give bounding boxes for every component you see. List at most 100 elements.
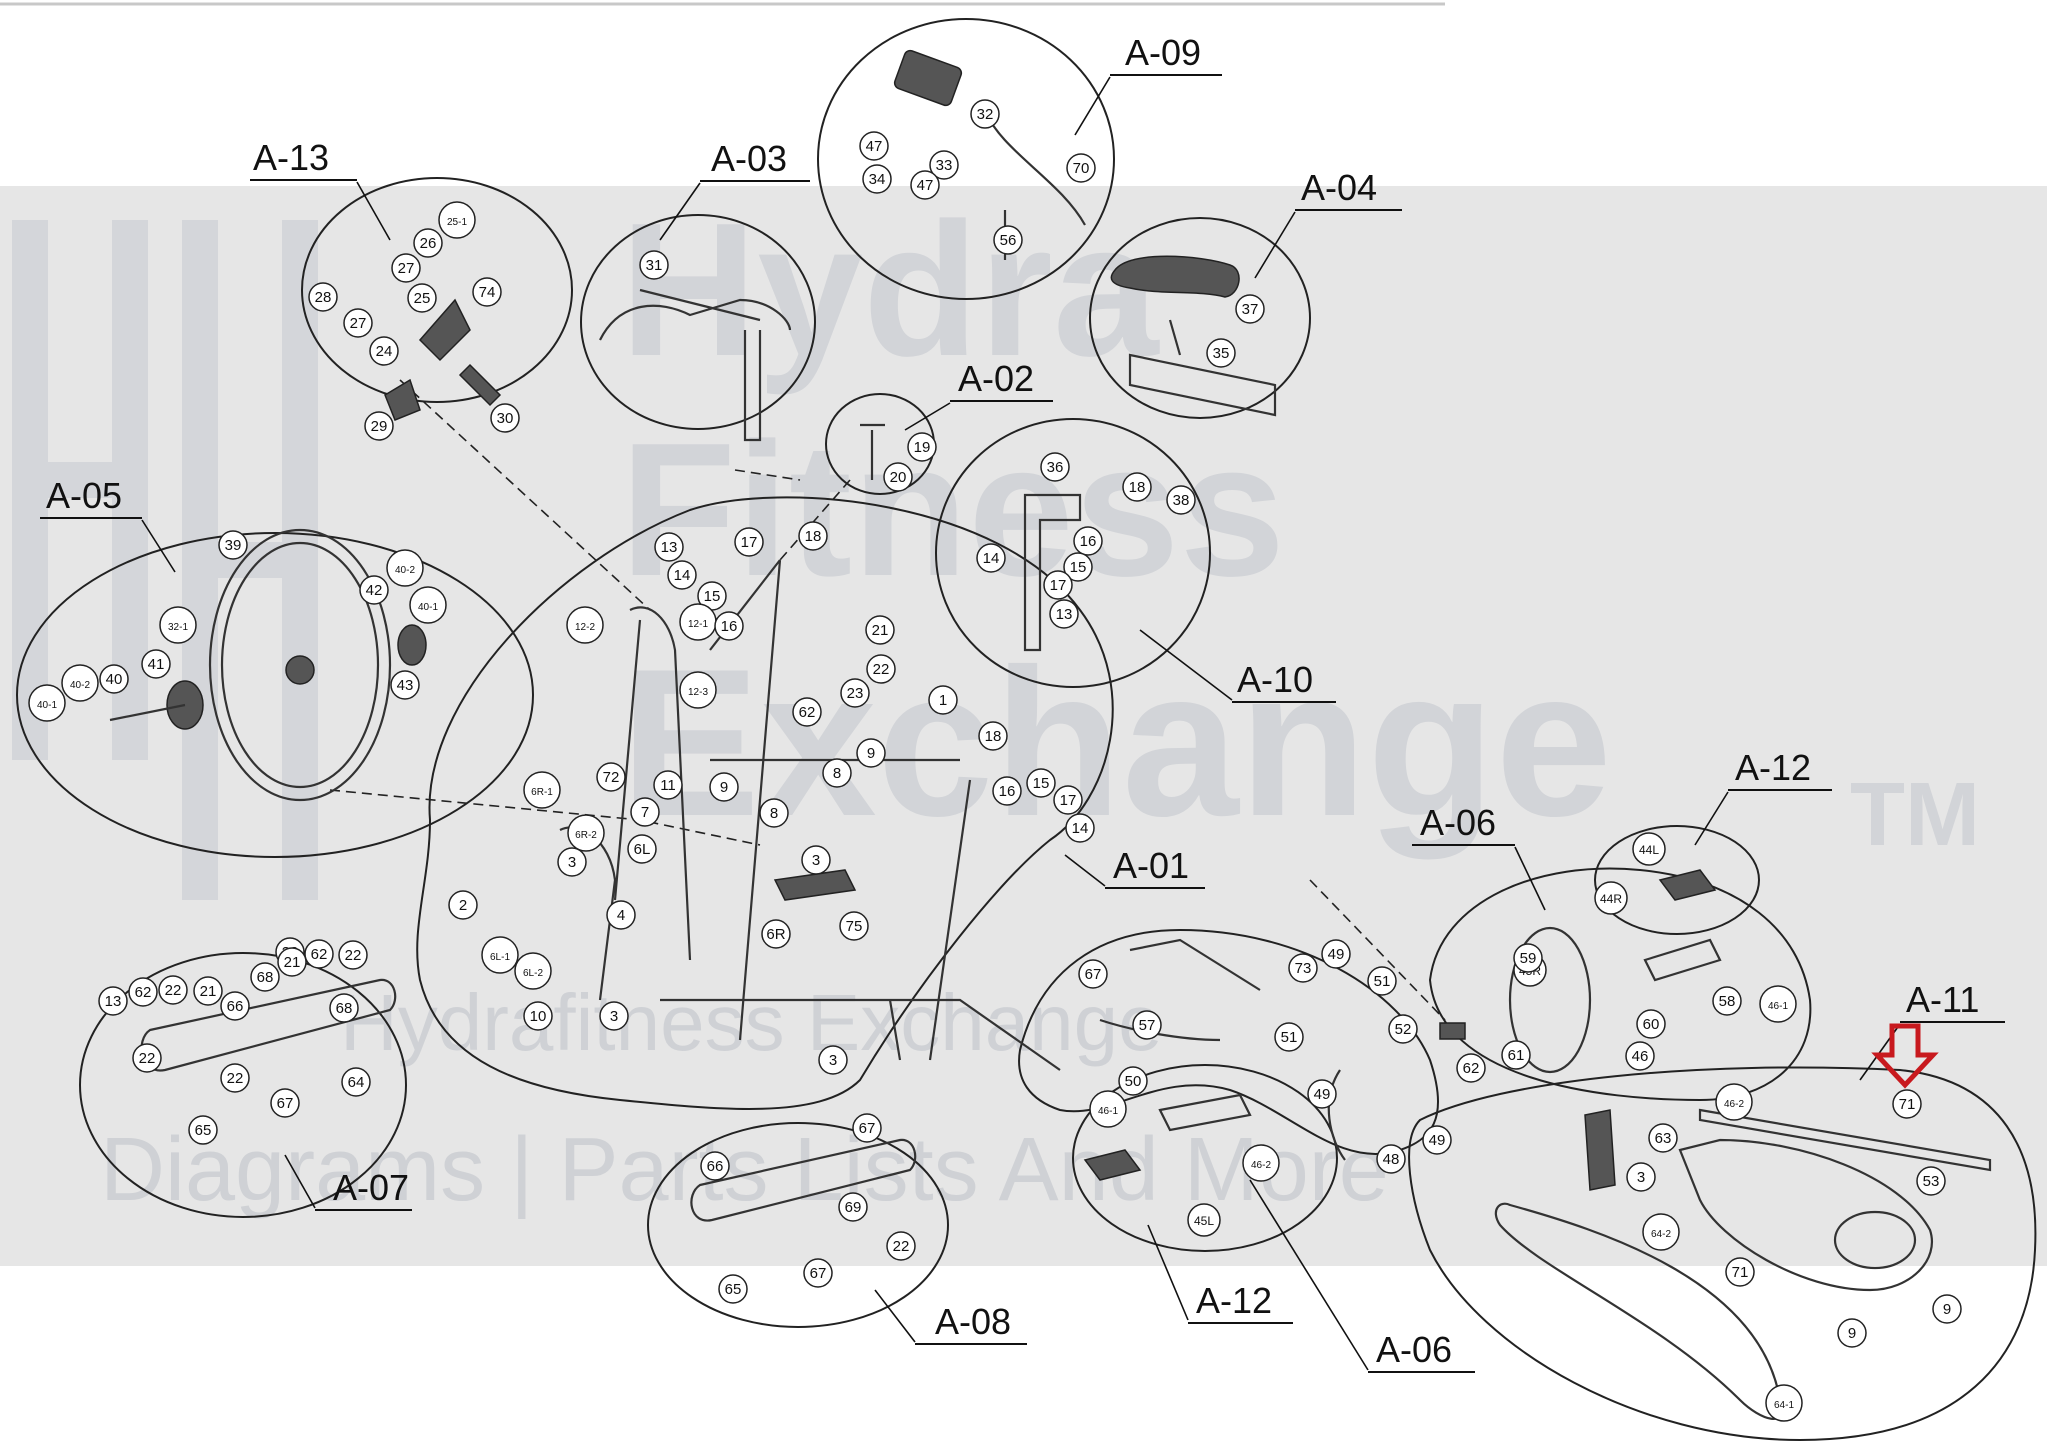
part-number: 71 [1899, 1096, 1916, 1113]
part-callout: 67 [803, 1258, 833, 1288]
part-callout-circle [409, 586, 447, 624]
part-callout: 17 [734, 527, 764, 557]
part-callout: 42 [359, 575, 389, 605]
part-callout-circle [653, 770, 683, 800]
part-number: 6R-2 [575, 830, 597, 841]
part-number: 67 [1085, 966, 1102, 983]
part-callout-circle [386, 549, 424, 587]
assembly-line-a06 [1309, 879, 1446, 1021]
part-number: 12-3 [688, 687, 708, 698]
outline-A-04 [1089, 217, 1311, 419]
part-callout: 60 [1636, 1009, 1666, 1039]
part-callout: 68 [250, 962, 280, 992]
part-callout-circle [364, 411, 394, 441]
part-callout: 40-2 [61, 664, 99, 702]
part-number: 17 [741, 534, 758, 551]
part-callout-circle [734, 527, 764, 557]
part-callout: 6R [761, 919, 791, 949]
part-number: 67 [810, 1265, 827, 1282]
part-callout-circle [158, 975, 188, 1005]
part-callout-circle [1501, 1040, 1531, 1070]
part-number: 9 [1943, 1301, 1951, 1318]
part-number: 65 [195, 1122, 212, 1139]
part-number: 44L [1639, 843, 1659, 857]
part-callout: 23 [840, 678, 870, 708]
part-callout: 32 [970, 99, 1000, 129]
outline-A-11 [1408, 1066, 2037, 1442]
part-number: 37 [1242, 301, 1259, 318]
part-callout-circle [1422, 1125, 1452, 1155]
outline-A-03 [580, 214, 816, 430]
part-number: 75 [846, 918, 863, 935]
part-sketches [109, 49, 1992, 1420]
part-number: 10 [530, 1008, 547, 1025]
part-callout: 64-1 [1765, 1384, 1803, 1422]
svg-text:A-08: A-08 [935, 1301, 1011, 1342]
part-callout-circle [1513, 943, 1543, 973]
part-number: 51 [1281, 1029, 1298, 1046]
part-callout: 7 [630, 797, 660, 827]
part-number: 30 [497, 410, 514, 427]
part-callout: 14 [1065, 813, 1095, 843]
brake-caliper [384, 298, 502, 421]
part-callout: 28 [308, 282, 338, 312]
part-number: 40-2 [395, 565, 415, 576]
label-A-06a: A-06 [1412, 802, 1546, 911]
part-callout: 57 [1132, 1010, 1162, 1040]
part-callout: 34 [862, 164, 892, 194]
part-number: 70 [1073, 160, 1090, 177]
part-callout-circle [1759, 985, 1797, 1023]
part-number: 73 [1295, 960, 1312, 977]
part-callout-circle [1932, 1294, 1962, 1324]
part-number: 3 [610, 1008, 618, 1025]
part-callout: 44R [1594, 881, 1628, 915]
part-callout: 29 [364, 411, 394, 441]
part-number: 6L-2 [523, 968, 543, 979]
part-callout: 62 [128, 977, 158, 1007]
part-callout: 65 [188, 1115, 218, 1145]
part-number: 6R-1 [531, 787, 553, 798]
label-A-10: A-10 [1139, 629, 1336, 703]
part-callout-circle [840, 678, 870, 708]
part-number: 52 [1395, 1021, 1412, 1038]
part-number: 64-2 [1651, 1229, 1671, 1240]
part-callout-circle [304, 939, 334, 969]
part-callout-circle [599, 1001, 629, 1031]
svg-text:A-12: A-12 [1196, 1280, 1272, 1321]
part-number: 9 [720, 779, 728, 796]
part-callout-circle [99, 664, 129, 694]
part-callout: 49 [1321, 939, 1351, 969]
part-number: 18 [985, 728, 1002, 745]
part-number: 74 [479, 284, 496, 301]
part-callout: 25 [407, 283, 437, 313]
part-callout-circle [188, 1115, 218, 1145]
part-number: 19 [914, 439, 931, 456]
part-callout-circle [1118, 1066, 1148, 1096]
part-callout: 69 [838, 1192, 868, 1222]
part-number: 39 [225, 537, 242, 554]
part-callout-circle [270, 1088, 300, 1118]
part-number: 4 [617, 907, 625, 924]
part-number: 18 [1129, 479, 1146, 496]
part-number: 11 [660, 777, 676, 794]
part-callout: 47 [910, 170, 940, 200]
part-callout: 43 [390, 670, 420, 700]
svg-text:A-04: A-04 [1301, 167, 1377, 208]
part-callout: 3 [818, 1045, 848, 1075]
part-callout: 40-1 [409, 586, 447, 624]
svg-text:A-03: A-03 [711, 138, 787, 179]
part-number: 48 [1383, 1151, 1400, 1168]
part-callout: 6L [627, 834, 657, 864]
part-number: 22 [893, 1238, 910, 1255]
part-callout: 75 [839, 911, 869, 941]
part-number: 45L [1194, 1214, 1214, 1228]
svg-text:A-09: A-09 [1125, 32, 1201, 73]
part-callout-circle [1648, 1123, 1678, 1153]
part-callout-circle [679, 671, 717, 709]
part-callout-circle [761, 919, 791, 949]
part-number: 56 [1000, 232, 1017, 249]
part-callout: 16 [992, 776, 1022, 806]
part-callout: 16 [714, 611, 744, 641]
label-A-12a: A-12 [1694, 747, 1832, 846]
part-callout-circle [1642, 1213, 1680, 1251]
